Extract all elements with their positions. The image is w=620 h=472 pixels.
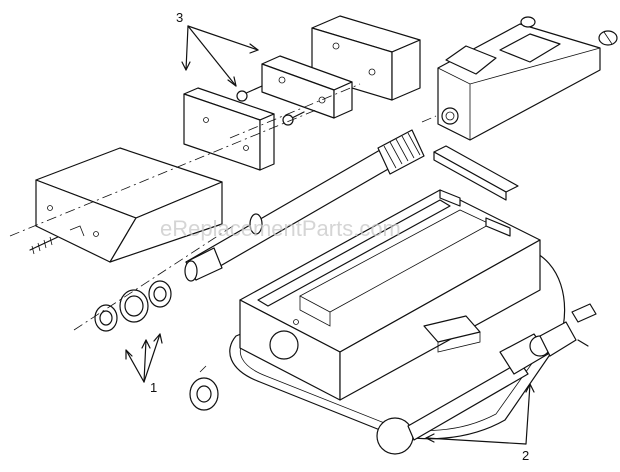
- lead-screw: [184, 129, 425, 282]
- callout-1-label: 1: [150, 380, 157, 395]
- gib-bar: [433, 145, 519, 201]
- jaw-screws: [29, 85, 305, 255]
- collar: [189, 365, 219, 411]
- bearing-set: [94, 280, 172, 332]
- assembly-lines: [9, 83, 437, 331]
- leader-arrows: [125, 25, 535, 445]
- watermark: eReplacementParts.com: [160, 216, 401, 241]
- callout-2-label: 2: [522, 448, 529, 463]
- vise-handle: [376, 303, 597, 455]
- callout-3-label: 3: [176, 10, 183, 25]
- movable-jaw: [437, 16, 618, 141]
- jaw-plate-lower: [183, 87, 275, 171]
- jaw-plate-middle: [261, 55, 353, 119]
- fixed-jaw-block: [35, 147, 223, 263]
